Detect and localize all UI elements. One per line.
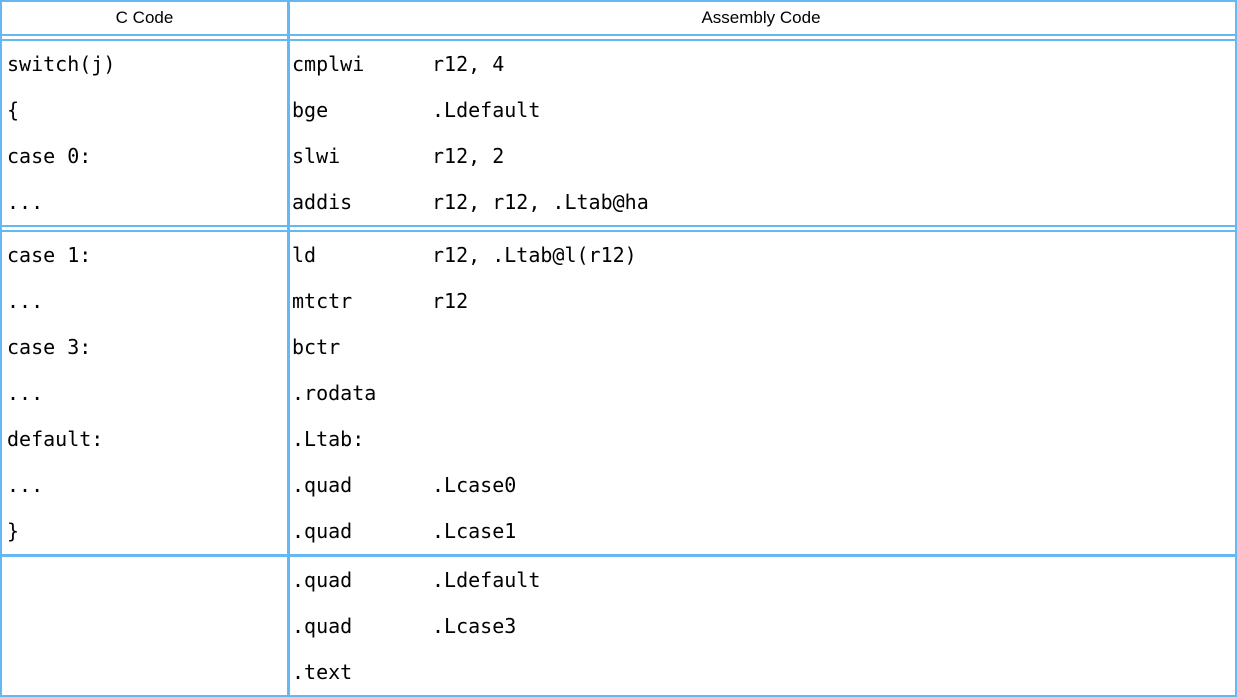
c-code-cell <box>2 557 287 603</box>
assembly-code-cell: ld r12, .Ltab@l(r12) <box>287 232 1235 278</box>
asm-operands: .Lcase0 <box>432 473 517 497</box>
asm-operands: .Ldefault <box>432 98 541 122</box>
row-group-1: switch(j) cmplwi r12, 4 { bge .Ldefault case 0… <box>2 41 1235 232</box>
assembly-code-cell: cmplwi r12, 4 <box>287 41 1235 87</box>
assembly-code-cell: .quad .Lcase1 <box>287 508 1235 554</box>
c-code-cell: default: <box>7 427 104 451</box>
asm-mnemonic: .quad <box>292 473 353 497</box>
assembly-code-cell: .Ltab: <box>287 416 1235 462</box>
table-row: ... addis r12, r12, .Ltab@ha <box>2 179 1235 225</box>
assembly-code-cell: .quad .Lcase3 <box>287 603 1235 649</box>
assembly-code-cell: addis r12, r12, .Ltab@ha <box>287 179 1235 225</box>
c-code-cell: switch(j) <box>7 52 116 76</box>
table-row: .quad .Lcase3 <box>2 603 1235 649</box>
table-header-row: C Code Assembly Code <box>2 2 1235 41</box>
asm-mnemonic: .text <box>292 660 353 684</box>
asm-mnemonic: bge <box>292 98 329 122</box>
asm-operands: r12, 2 <box>432 144 505 168</box>
table-row: ... .quad .Lcase0 <box>2 462 1235 508</box>
asm-mnemonic: addis <box>292 190 353 214</box>
table-row: ... mtctr r12 <box>2 278 1235 324</box>
assembly-code-cell: slwi r12, 2 <box>287 133 1235 179</box>
table-row: case 3: bctr <box>2 324 1235 370</box>
table-row: case 0: slwi r12, 2 <box>2 133 1235 179</box>
table-row: { bge .Ldefault <box>2 87 1235 133</box>
asm-mnemonic: mtctr <box>292 289 353 313</box>
asm-operands: .Lcase3 <box>432 614 517 638</box>
assembly-code-cell: .rodata <box>287 370 1235 416</box>
assembly-code-cell: bctr <box>287 324 1235 370</box>
asm-mnemonic: cmplwi <box>292 52 365 76</box>
c-code-cell: case 3: <box>7 335 92 359</box>
asm-mnemonic: .rodata <box>292 381 377 405</box>
asm-mnemonic: slwi <box>292 144 341 168</box>
row-group-2: case 1: ld r12, .Ltab@l(r12)... mtctr r12 cas… <box>2 232 1235 557</box>
asm-mnemonic: bctr <box>292 335 341 359</box>
c-code-cell: case 0: <box>7 144 92 168</box>
asm-mnemonic: ld <box>292 243 317 267</box>
column-header-c-code: C Code <box>115 8 174 27</box>
assembly-code-cell: .quad .Ldefault <box>287 557 1235 603</box>
assembly-code-cell: .quad .Lcase0 <box>287 462 1235 508</box>
table-row: .quad .Ldefault <box>2 557 1235 603</box>
assembly-code-cell: bge .Ldefault <box>287 87 1235 133</box>
c-code-cell: ... <box>7 190 44 214</box>
c-code-cell: case 1: <box>7 243 92 267</box>
table-row: switch(j) cmplwi r12, 4 <box>2 41 1235 87</box>
table-body: switch(j) cmplwi r12, 4 { bge .Ldefault case 0… <box>2 41 1235 695</box>
asm-mnemonic: .quad <box>292 568 353 592</box>
c-code-cell: { <box>7 98 20 122</box>
asm-operands: r12, r12, .Ltab@ha <box>432 190 649 214</box>
table-row: case 1: ld r12, .Ltab@l(r12) <box>2 232 1235 278</box>
c-code-cell: } <box>7 519 20 543</box>
column-divider <box>287 2 290 695</box>
asm-operands: .Ldefault <box>432 568 541 592</box>
table-row: ... .rodata <box>2 370 1235 416</box>
table-row: .text <box>2 649 1235 695</box>
asm-operands: r12 <box>432 289 469 313</box>
assembly-code-cell: .text <box>287 649 1235 695</box>
asm-operands: .Lcase1 <box>432 519 517 543</box>
asm-mnemonic: .quad <box>292 519 353 543</box>
c-code-cell: ... <box>7 381 44 405</box>
c-code-cell: ... <box>7 289 44 313</box>
asm-mnemonic: .Ltab: <box>292 427 365 451</box>
c-code-cell <box>2 649 287 695</box>
asm-operands: r12, 4 <box>432 52 505 76</box>
asm-mnemonic: .quad <box>292 614 353 638</box>
row-group-3: .quad .Ldefault .quad .Lcase3 .text <box>2 557 1235 695</box>
c-code-cell: ... <box>7 473 44 497</box>
c-code-cell <box>2 603 287 649</box>
asm-operands: r12, .Ltab@l(r12) <box>432 243 637 267</box>
column-header-assembly-code: Assembly Code <box>701 8 821 27</box>
assembly-code-cell: mtctr r12 <box>287 278 1235 324</box>
table-row: } .quad .Lcase1 <box>2 508 1235 554</box>
table-row: default: .Ltab: <box>2 416 1235 462</box>
